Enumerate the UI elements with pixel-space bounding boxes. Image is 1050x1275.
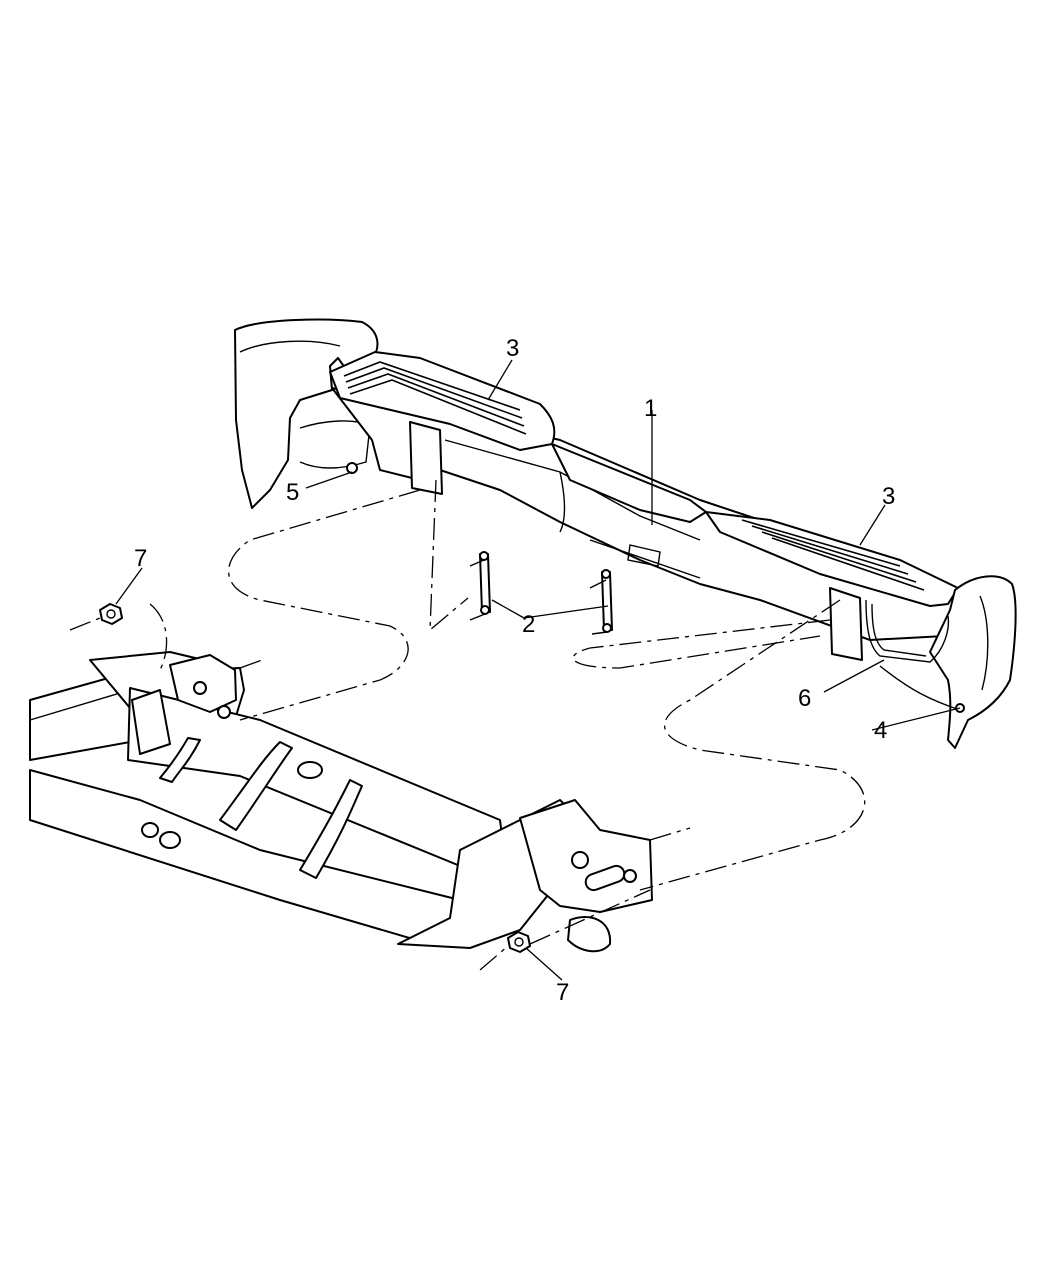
callout-3-right: 3 [882, 483, 895, 510]
callout-7-upper: 7 [134, 545, 147, 572]
callout-2: 2 [522, 611, 535, 638]
bumper-left-end-cap [234, 318, 379, 509]
assembly-phantom-lines [69, 479, 866, 971]
rear-bumper-assembly [234, 318, 1017, 749]
callout-6: 6 [798, 685, 811, 712]
hex-nut-lower [507, 931, 531, 953]
callout-5: 5 [286, 479, 299, 506]
vehicle-frame [29, 651, 653, 953]
leader-lines [115, 359, 961, 981]
callout-7-lower: 7 [556, 979, 569, 1006]
hex-nut-upper [99, 603, 123, 625]
fastener-5 [346, 462, 358, 474]
bracket-left [479, 553, 491, 613]
callout-4: 4 [874, 717, 887, 744]
callout-3-left: 3 [506, 335, 519, 362]
callout-1: 1 [644, 395, 657, 422]
bumper-brackets [469, 551, 613, 635]
callout-labels: 1 2 3 3 4 5 6 7 7 [134, 335, 895, 1006]
wiring-harness [865, 599, 950, 663]
